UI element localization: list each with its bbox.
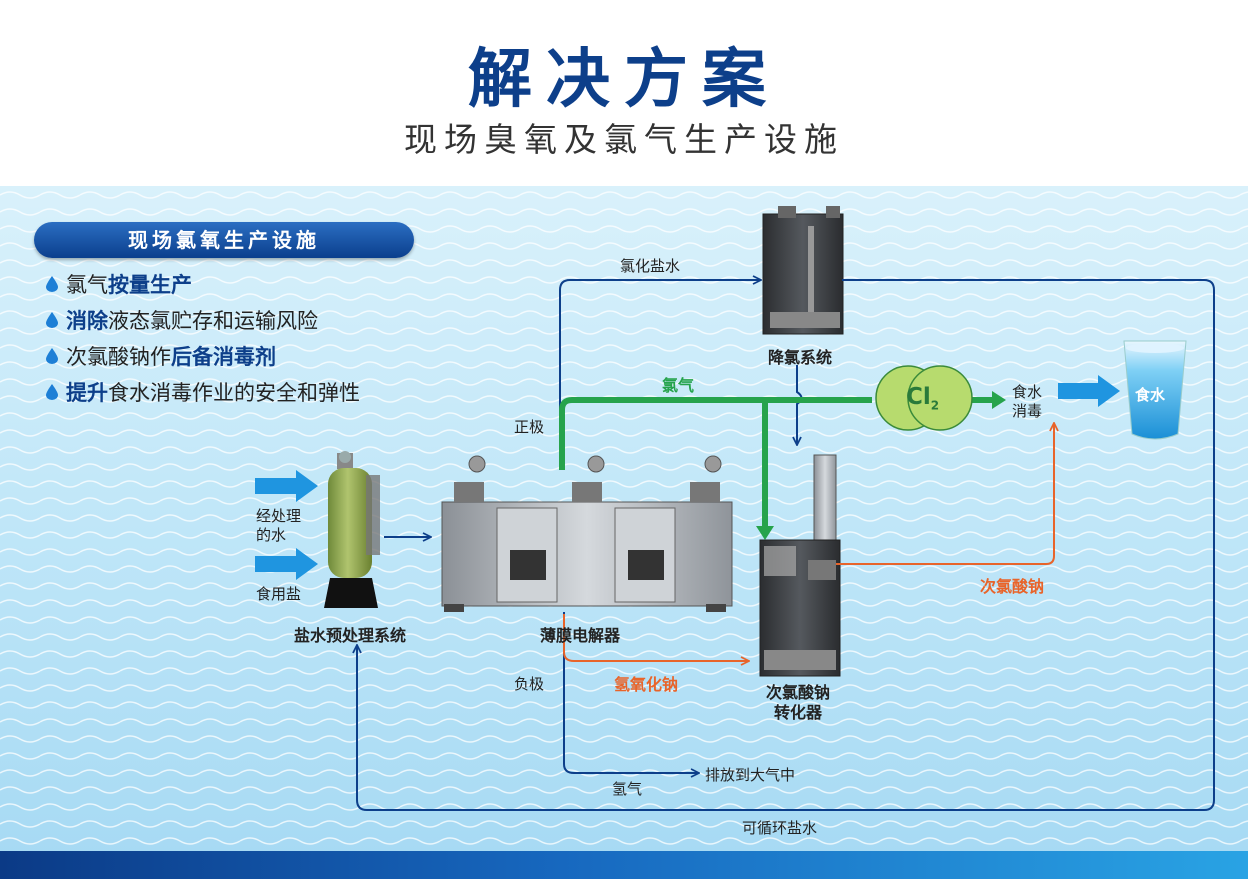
brine-pretreatment-tank [324,451,380,608]
flow-dechlor-return [357,279,1215,811]
benefit-text-highlight: 提升 [66,381,108,405]
salt-input-arrow [255,548,318,580]
label-electrolyzer: 薄膜电解器 [540,626,621,645]
cl2-symbol: Cl [906,384,931,410]
label-chlorine-gas: 氯气 [662,376,695,395]
label-cathode: 负极 [514,675,545,693]
benefit-item: 消除液态氯贮存和运输风险 [46,302,360,338]
label-dechlorination: 降氯系统 [768,348,833,367]
cl2-subscript: 2 [930,398,940,413]
flow-hypochlorite [836,424,1054,565]
benefit-item: 氯气按量生产 [46,266,360,302]
footer-bar [0,851,1248,879]
label-drinking-water: 食水 [1135,386,1166,404]
treated-water-input-arrow [255,470,318,502]
benefit-text-highlight: 消除 [66,309,108,333]
water-drop-icon [46,312,58,328]
flow-hydrogen-vent [563,612,698,773]
flow-chlorine-gas [559,397,872,470]
cl2-bubble-right [907,365,973,431]
benefit-item: 提升食水消毒作业的安全和弹性 [46,374,360,410]
benefit-text-plain: 食水消毒作业的安全和弹性 [108,381,360,405]
benefit-item: 次氯酸钠作后备消毒剂 [46,338,360,374]
label-treated-water: 经处理 的水 [256,507,302,544]
label-cl2: Cl2 [906,384,939,413]
benefit-text-plain: 氯气 [66,273,108,297]
label-brine-system: 盐水预处理系统 [294,626,407,645]
label-recycled-brine: 可循环盐水 [742,819,818,837]
benefit-list: 氯气按量生产 消除液态氯贮存和运输风险 次氯酸钠作后备消毒剂 提升食水消毒作业的… [46,266,360,410]
drinking-water-glass-icon [1123,340,1187,440]
flow-chlorine-branch-arrow [756,526,774,540]
flow-chlorine-arrowhead [992,391,1006,409]
water-drop-icon [46,384,58,400]
panel-heading: 现场氯氧生产设施 [34,222,414,258]
label-chlorinated-brine: 氯化盐水 [620,257,681,275]
label-salt: 食用盐 [256,585,302,603]
water-drop-icon [46,348,58,364]
label-hydrogen: 氢气 [612,780,643,798]
benefit-text-plain: 次氯酸钠作 [66,345,171,369]
flow-dechlor-down [797,365,803,444]
benefit-text-highlight: 后备消毒剂 [171,345,276,369]
flow-naoh [563,614,748,661]
benefit-text-highlight: 按量生产 [108,273,192,297]
flow-chlorinated-brine [559,280,760,470]
benefit-text-plain: 液态氯贮存和运输风险 [108,309,318,333]
label-sodium-hydroxide: 氢氧化钠 [614,675,679,694]
hypochlorite-converter-unit [759,454,841,677]
page-title: 解决方案 [468,42,780,117]
water-drop-icon [46,276,58,292]
flow-to-drinking-water-arrow [1058,375,1120,407]
dechlorination-unit [762,206,844,335]
label-hypochlorite-converter: 次氯酸钠 转化器 [766,683,831,722]
label-anode: 正极 [514,418,545,436]
label-vent: 排放到大气中 [705,766,796,784]
membrane-electrolyzer [441,455,733,612]
page-subtitle: 现场臭氧及氯气生产设施 [404,120,844,159]
water-background [0,186,1248,879]
label-disinfection: 食水 消毒 [1012,383,1043,420]
label-sodium-hypochlorite: 次氯酸钠 [980,577,1045,596]
